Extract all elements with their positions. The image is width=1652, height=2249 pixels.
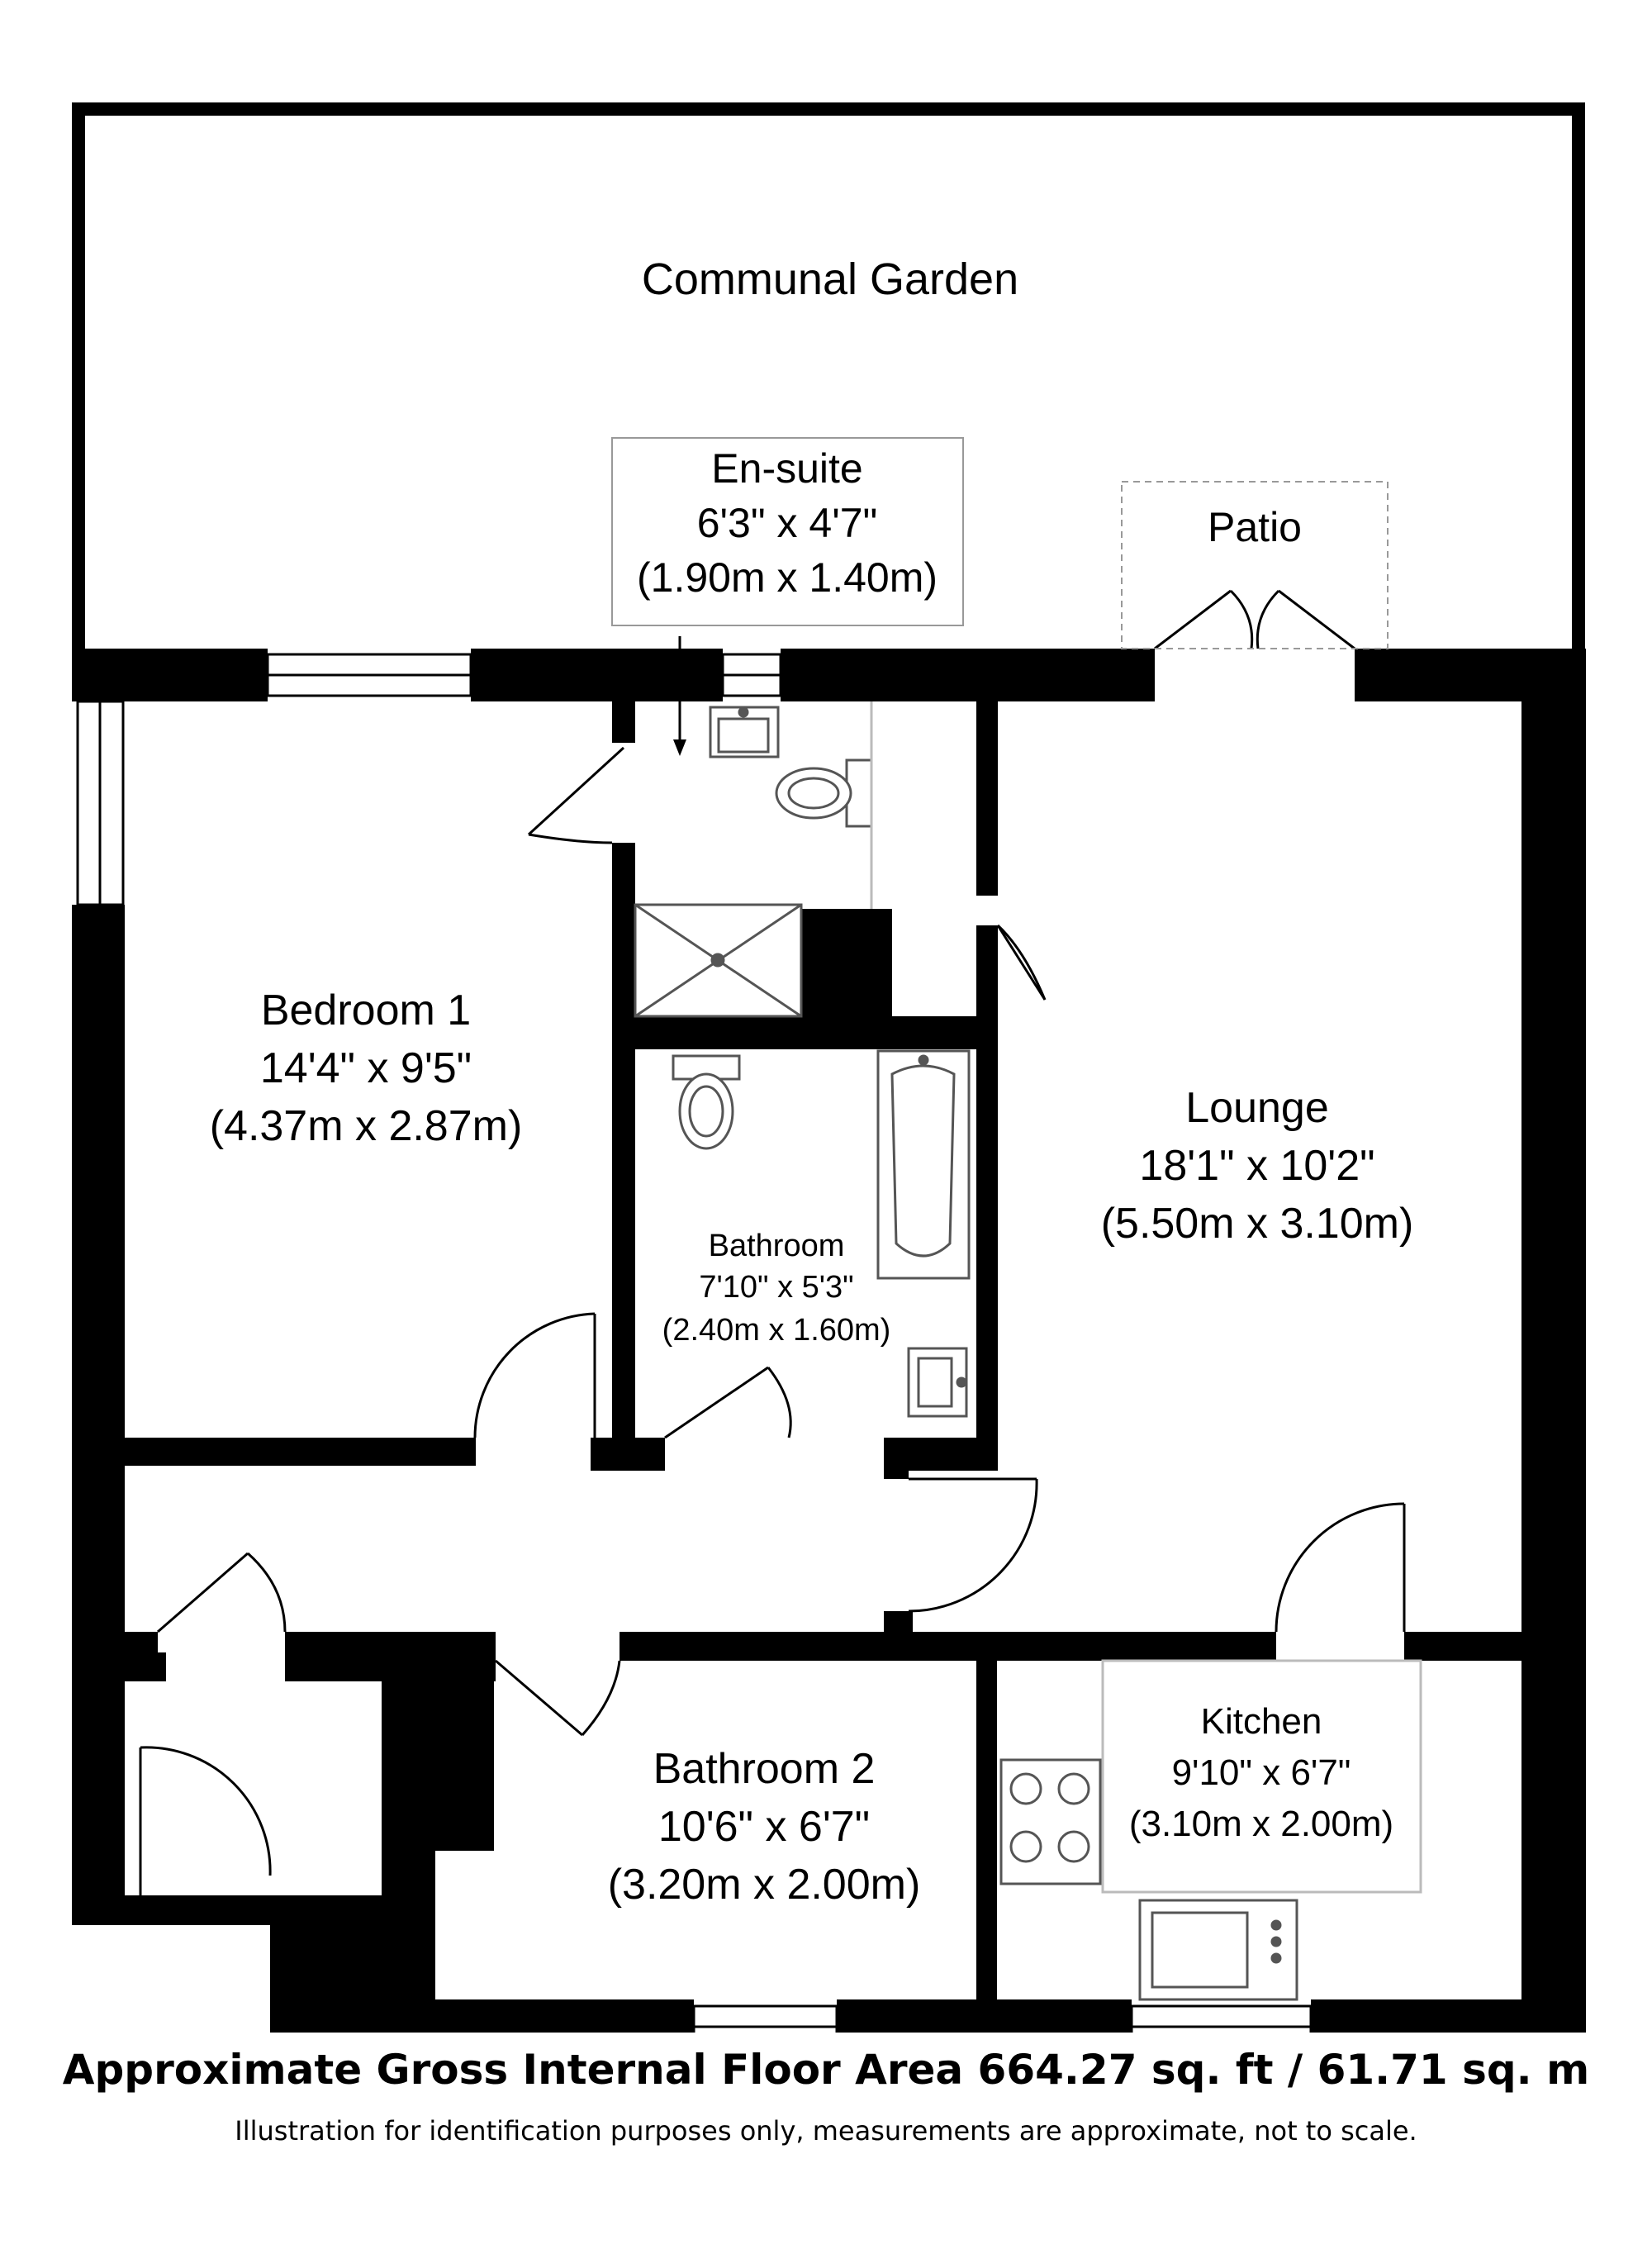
patio-outline bbox=[1121, 481, 1389, 649]
kitchen-sink-icon bbox=[1138, 1899, 1298, 2001]
garden-boundary bbox=[72, 102, 1585, 656]
window-kitchen bbox=[1130, 2004, 1313, 2033]
kitchen-imperial: 9'10" x 6'7" bbox=[1172, 1752, 1351, 1793]
entrance-inner-door bbox=[157, 1552, 287, 1633]
entrance-door bbox=[139, 1746, 272, 1895]
kitchen-metric: (3.10m x 2.00m) bbox=[1129, 1804, 1393, 1844]
lounge-name: Lounge bbox=[1185, 1084, 1329, 1132]
lounge-metric: (5.50m x 3.10m) bbox=[1101, 1200, 1414, 1248]
hob-icon bbox=[999, 1758, 1102, 1885]
ensuite-imperial: 6'3" x 4'7" bbox=[697, 500, 878, 546]
shower-tray-icon bbox=[634, 903, 803, 1018]
kitchen-name: Kitchen bbox=[1201, 1701, 1322, 1742]
bathroom-imperial: 7'10" x 5'3" bbox=[699, 1270, 853, 1305]
cupboard-door bbox=[996, 924, 1047, 1001]
ensuite-metric: (1.90m x 1.40m) bbox=[637, 554, 938, 601]
patio-doors bbox=[1154, 589, 1355, 650]
bedroom1-name: Bedroom 1 bbox=[261, 987, 471, 1034]
bathroom2-metric: (3.20m x 2.00m) bbox=[608, 1861, 921, 1909]
room-labels: Communal Garden En-suite 6'3" x 4'7" (1.… bbox=[210, 254, 1414, 1909]
walls bbox=[72, 649, 1586, 2033]
doors bbox=[139, 589, 1406, 1895]
ensuite-door bbox=[527, 746, 625, 844]
kitchen-door bbox=[1275, 1502, 1406, 1633]
floor-area-caption: Approximate Gross Internal Floor Area 66… bbox=[62, 2046, 1590, 2094]
annotations bbox=[611, 437, 1389, 756]
bathroom2-imperial: 10'6" x 6'7" bbox=[658, 1803, 870, 1851]
patio-name: Patio bbox=[1208, 504, 1302, 550]
lounge-imperial: 18'1" x 10'2" bbox=[1139, 1142, 1374, 1190]
bath-icon bbox=[876, 1049, 971, 1280]
floor-plan: Communal Garden En-suite 6'3" x 4'7" (1.… bbox=[72, 102, 1586, 2033]
ensuite-basin-icon bbox=[709, 706, 780, 758]
windows bbox=[76, 653, 1313, 2033]
ensuite-toilet-icon bbox=[775, 758, 873, 828]
window-bathroom2 bbox=[692, 2004, 838, 2033]
ensuite-name: En-suite bbox=[711, 445, 862, 492]
bathroom-door bbox=[664, 1366, 792, 1439]
lounge-hall-door bbox=[908, 1477, 1038, 1613]
bathroom-name: Bathroom bbox=[709, 1229, 845, 1263]
bathroom2-door bbox=[495, 1659, 621, 1737]
bathroom-toilet-icon bbox=[672, 1054, 741, 1150]
garden-label: Communal Garden bbox=[642, 254, 1018, 304]
bedroom1-metric: (4.37m x 2.87m) bbox=[210, 1102, 523, 1150]
bathroom-metric: (2.40m x 1.60m) bbox=[662, 1313, 891, 1348]
bathroom-basin-icon bbox=[907, 1347, 968, 1418]
fixtures bbox=[634, 701, 1422, 2001]
bedroom1-imperial: 14'4" x 9'5" bbox=[260, 1044, 472, 1092]
kitchen-counter bbox=[1101, 1659, 1422, 1894]
bedroom-door bbox=[473, 1312, 596, 1438]
bathroom2-name: Bathroom 2 bbox=[653, 1745, 876, 1793]
disclaimer-text: Illustration for identification purposes… bbox=[235, 2115, 1417, 2147]
ensuite-label-box bbox=[611, 437, 964, 626]
ensuite-pointer-arrow bbox=[673, 739, 686, 756]
